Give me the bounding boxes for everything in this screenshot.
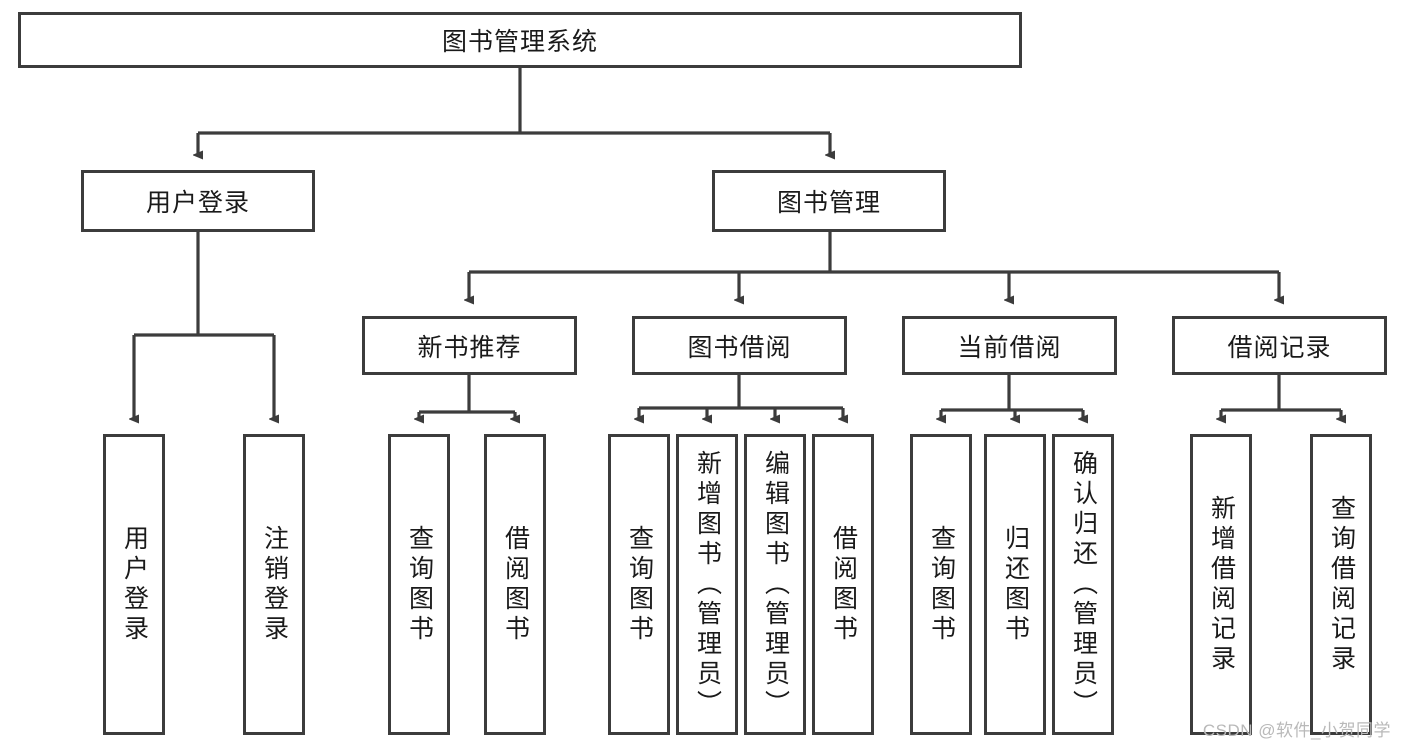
node-book-management[interactable]: 图书管理 bbox=[712, 170, 946, 232]
leaf-nbr-borrow-book-label: 借阅图书 bbox=[501, 524, 530, 645]
leaf-user-login-label: 用户登录 bbox=[120, 524, 149, 645]
leaf-cb-query-book[interactable]: 查询图书 bbox=[910, 434, 972, 735]
leaf-br-query-record-label: 查询借阅记录 bbox=[1327, 494, 1356, 675]
leaf-bb-query-book[interactable]: 查询图书 bbox=[608, 434, 670, 735]
leaf-bb-add-book-admin[interactable]: 新增图书（管理员） bbox=[676, 434, 738, 735]
leaf-cb-return-book[interactable]: 归还图书 bbox=[984, 434, 1046, 735]
node-user-login[interactable]: 用户登录 bbox=[81, 170, 315, 232]
node-book-management-label: 图书管理 bbox=[776, 189, 881, 217]
node-root-label: 图书管理系统 bbox=[441, 28, 598, 56]
leaf-bb-edit-book-admin[interactable]: 编辑图书（管理员） bbox=[744, 434, 806, 735]
leaf-logout[interactable]: 注销登录 bbox=[243, 434, 305, 735]
leaf-user-login[interactable]: 用户登录 bbox=[103, 434, 165, 735]
node-book-borrow-label: 图书借阅 bbox=[687, 333, 792, 362]
leaf-br-query-record[interactable]: 查询借阅记录 bbox=[1310, 434, 1372, 735]
leaf-bb-borrow-book-label: 借阅图书 bbox=[829, 524, 858, 645]
leaf-logout-label: 注销登录 bbox=[260, 524, 289, 645]
node-current-borrow[interactable]: 当前借阅 bbox=[902, 316, 1117, 375]
leaf-nbr-query-book[interactable]: 查询图书 bbox=[388, 434, 450, 735]
leaf-cb-return-book-label: 归还图书 bbox=[1001, 524, 1030, 645]
node-new-book-recommend[interactable]: 新书推荐 bbox=[362, 316, 577, 375]
watermark: CSDN @软件_小贺同学 bbox=[1202, 721, 1391, 740]
node-new-book-recommend-label: 新书推荐 bbox=[417, 333, 522, 362]
leaf-br-add-record[interactable]: 新增借阅记录 bbox=[1190, 434, 1252, 735]
leaf-nbr-borrow-book[interactable]: 借阅图书 bbox=[484, 434, 546, 735]
leaf-cb-confirm-return-admin[interactable]: 确认归还（管理员） bbox=[1052, 434, 1114, 735]
leaf-bb-borrow-book[interactable]: 借阅图书 bbox=[812, 434, 874, 735]
leaf-bb-edit-book-admin-label: 编辑图书（管理员） bbox=[761, 449, 790, 720]
leaf-cb-confirm-return-admin-label: 确认归还（管理员） bbox=[1069, 449, 1098, 720]
leaf-br-add-record-label: 新增借阅记录 bbox=[1207, 494, 1236, 675]
node-current-borrow-label: 当前借阅 bbox=[957, 333, 1062, 362]
leaf-bb-query-book-label: 查询图书 bbox=[625, 524, 654, 645]
leaf-nbr-query-book-label: 查询图书 bbox=[405, 524, 434, 645]
leaf-cb-query-book-label: 查询图书 bbox=[927, 524, 956, 645]
node-user-login-label: 用户登录 bbox=[145, 189, 250, 217]
node-borrow-record-label: 借阅记录 bbox=[1227, 333, 1332, 362]
node-borrow-record[interactable]: 借阅记录 bbox=[1172, 316, 1387, 375]
node-root[interactable]: 图书管理系统 bbox=[18, 12, 1022, 68]
leaf-bb-add-book-admin-label: 新增图书（管理员） bbox=[693, 449, 722, 720]
node-book-borrow[interactable]: 图书借阅 bbox=[632, 316, 847, 375]
